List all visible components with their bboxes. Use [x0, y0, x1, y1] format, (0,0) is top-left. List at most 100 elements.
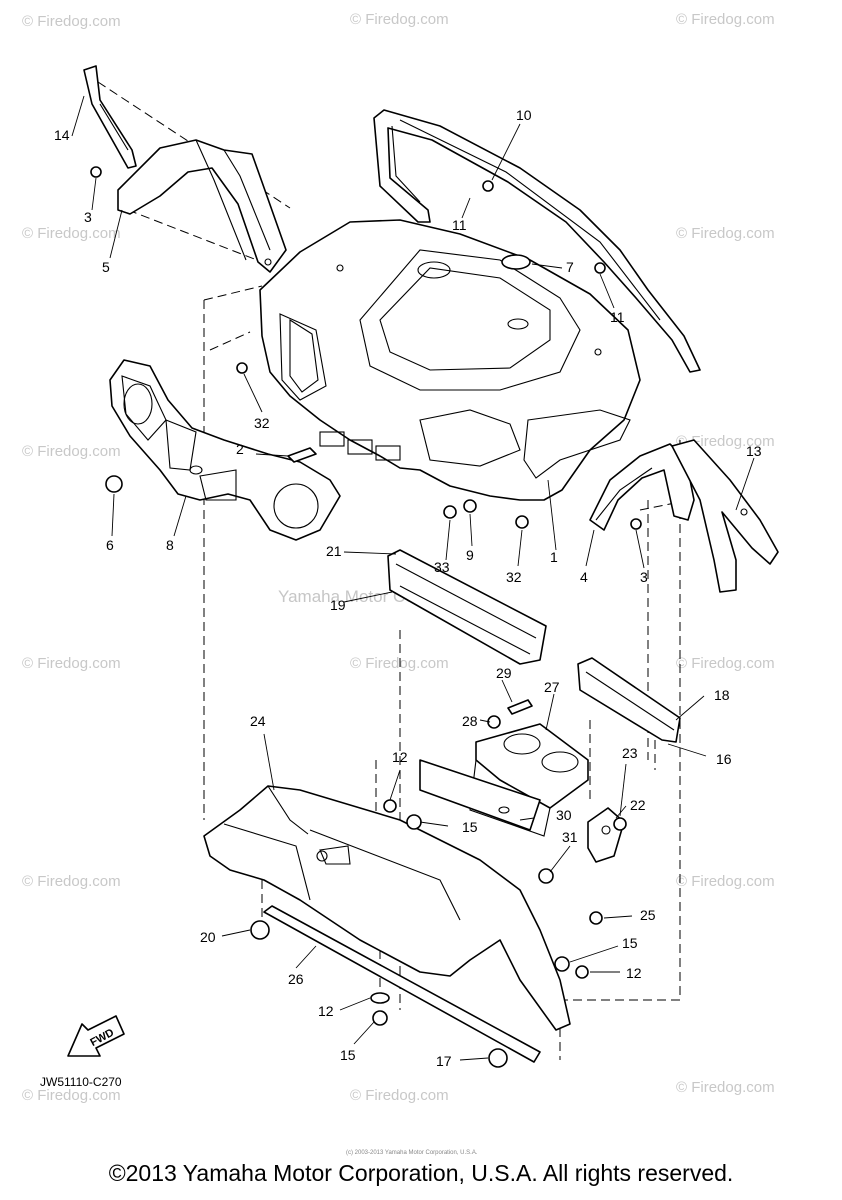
part-26-trim-strip: [263, 905, 541, 1063]
watermark: © Firedog.com: [676, 225, 775, 242]
screw-29: [507, 699, 533, 715]
washer-32-left: [236, 362, 248, 374]
screw-3-right: [630, 518, 642, 530]
watermark: © Firedog.com: [676, 1079, 775, 1096]
callout-14: 14: [54, 127, 70, 143]
clip-11-b: [594, 262, 606, 274]
callout-15: 15: [622, 935, 638, 951]
watermark: © Firedog.com: [22, 873, 121, 890]
part-5-left-guard: [117, 139, 287, 273]
callout-2: 2: [236, 441, 244, 457]
clip-11-a: [482, 180, 494, 192]
callout-21: 21: [326, 543, 342, 559]
callout-12: 12: [392, 749, 408, 765]
tiny-note: (c) 2003-2013 Yamaha Motor Corporation, …: [346, 1150, 478, 1156]
part-18-side-rail: [577, 657, 681, 743]
nut-15-right: [554, 956, 570, 972]
callout-6: 6: [106, 537, 114, 553]
callout-28: 28: [462, 713, 478, 729]
copyright-notice: ©2013 Yamaha Motor Corporation, U.S.A. A…: [108, 1160, 734, 1186]
callout-25: 25: [640, 907, 656, 923]
watermark: © Firedog.com: [676, 433, 775, 450]
callout-12: 12: [626, 965, 642, 981]
watermark: © Firedog.com: [22, 443, 121, 460]
callout-33: 33: [434, 559, 450, 575]
callout-20: 20: [200, 929, 216, 945]
callout-27: 27: [544, 679, 560, 695]
parts-diagram: © Firedog.com © Firedog.com © Firedog.co…: [22, 11, 779, 1156]
leader-lines: [71, 95, 755, 1061]
watermark: © Firedog.com: [676, 11, 775, 28]
callout-4: 4: [580, 569, 588, 585]
bolt-2: [287, 447, 317, 463]
callout-29: 29: [496, 665, 512, 681]
callout-labels: 14 3 5 10 11 7 11 32 2 13 6 8 33 9 32 1 …: [54, 107, 762, 1069]
grommet-20: [250, 920, 270, 940]
nut-9: [463, 499, 477, 513]
callout-11: 11: [610, 309, 625, 325]
watermark: © Firedog.com: [22, 655, 121, 672]
callout-32: 32: [254, 415, 270, 431]
callout-10: 10: [516, 107, 532, 123]
callout-32: 32: [506, 569, 522, 585]
grommet-17: [488, 1048, 508, 1068]
callout-16: 16: [716, 751, 732, 767]
part-21-upper-rail: [387, 549, 547, 665]
callout-30: 30: [556, 807, 572, 823]
screw-3-left: [90, 166, 102, 178]
watermarks: © Firedog.com © Firedog.com © Firedog.co…: [22, 11, 775, 1104]
cap-7: [501, 254, 531, 270]
part-8-front-grille: [109, 359, 341, 541]
callout-31: 31: [562, 829, 578, 845]
washer-12-right: [575, 965, 589, 979]
screw-31: [538, 868, 554, 884]
callout-3: 3: [84, 209, 92, 225]
callout-1: 1: [550, 549, 558, 565]
callout-15: 15: [340, 1047, 356, 1063]
watermark: © Firedog.com: [350, 1087, 449, 1104]
washer-12-upper: [383, 799, 397, 813]
callout-24: 24: [250, 713, 266, 729]
callout-3: 3: [640, 569, 648, 585]
washer-32-right: [515, 515, 529, 529]
screw-25: [589, 911, 603, 925]
callout-23: 23: [622, 745, 638, 761]
diagram-code: JW51110-C270: [40, 1075, 122, 1089]
fasteners: [90, 166, 642, 1068]
part-13-bracket: [671, 439, 779, 593]
callout-18: 18: [714, 687, 730, 703]
grommet-6: [105, 475, 123, 493]
watermark: © Firedog.com: [350, 655, 449, 672]
callout-12: 12: [318, 1003, 334, 1019]
part-10-rear-bar: [373, 109, 701, 373]
callout-7: 7: [566, 259, 574, 275]
callout-13: 13: [746, 443, 762, 459]
watermark: © Firedog.com: [350, 11, 449, 28]
watermark: © Firedog.com: [676, 655, 775, 672]
callout-19: 19: [330, 597, 346, 613]
nut-15-lower: [372, 1010, 388, 1026]
callout-15: 15: [462, 819, 478, 835]
callout-8: 8: [166, 537, 174, 553]
screw-23: [613, 817, 627, 831]
watermark: © Firedog.com: [22, 13, 121, 30]
watermark: © Firedog.com: [22, 225, 121, 242]
washer-33: [443, 505, 457, 519]
callout-26: 26: [288, 971, 304, 987]
fwd-arrow-icon: FWD: [67, 1015, 125, 1057]
part-30-pad: [419, 759, 541, 831]
callout-5: 5: [102, 259, 110, 275]
watermark: © Firedog.com: [676, 873, 775, 890]
part-22-bracket: [587, 807, 625, 863]
part-24-lower-panel: [203, 785, 571, 1031]
watermark: © Firedog.com: [22, 1087, 121, 1104]
callout-11: 11: [452, 217, 467, 233]
callout-22: 22: [630, 797, 646, 813]
washer-12-lower: [370, 992, 390, 1004]
nut-15-upper: [406, 814, 422, 830]
callout-9: 9: [466, 547, 474, 563]
callout-17: 17: [436, 1053, 452, 1069]
part-14-bracket: [83, 65, 137, 169]
part-1-front-cowl: [259, 219, 641, 501]
part-4-right-guard: [589, 443, 695, 531]
